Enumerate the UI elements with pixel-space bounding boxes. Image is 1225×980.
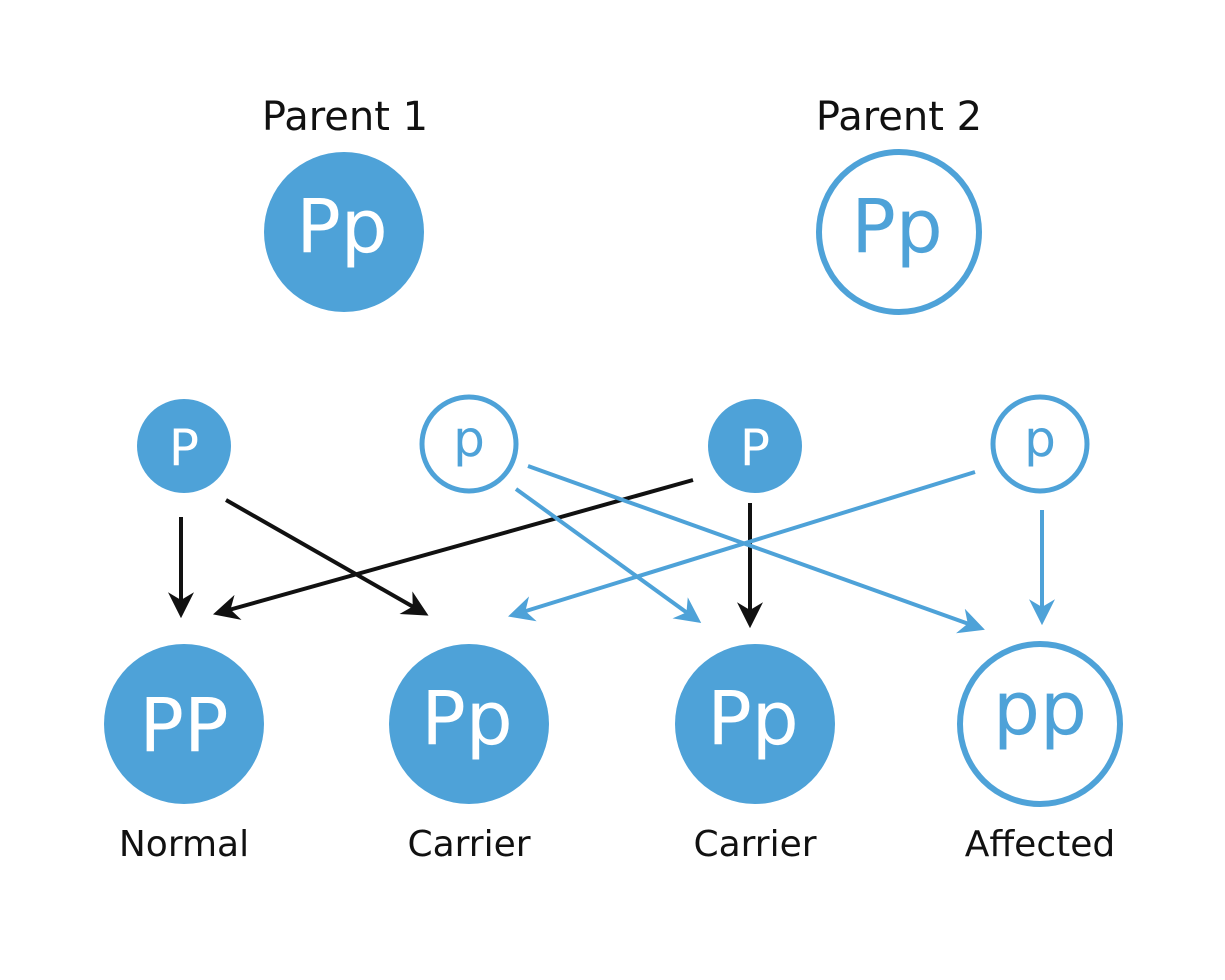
allele-label: P [740,419,770,477]
allele-label: p [1024,410,1056,468]
arrow-p1-p-to-affected [527,464,985,634]
allele-circle [990,394,1090,494]
arrow-p1-p-to-carrier-2 [514,487,702,624]
offspring-genotype: pp [993,666,1087,752]
allele-label: P [169,419,199,477]
parent-1-title: Parent 1 [262,94,428,140]
offspring-carrier-1: Pp Carrier [389,644,549,865]
offspring-circle [389,644,549,804]
allele-label: p [453,410,485,468]
offspring-circle [957,641,1123,807]
parent-2-genotype: Pp [851,184,943,270]
offspring-affected: pp Affected [957,641,1123,865]
offspring-label: Carrier [693,824,816,865]
offspring-label: Affected [965,824,1116,865]
allele-p1-dominant: P [137,399,231,493]
allele-p1-recessive: p [419,394,519,494]
offspring-label: Normal [119,824,249,865]
parent-1-circle [264,152,424,312]
offspring-normal: PP Normal [104,644,264,865]
offspring-carrier-2: Pp Carrier [675,644,835,865]
arrow-p2-P-to-normal [212,478,694,620]
allele-circle [137,399,231,493]
parent-1: Parent 1 Pp [262,94,428,312]
allele-circle [419,394,519,494]
allele-p2-dominant: P [708,399,802,493]
offspring-circle [104,644,264,804]
offspring-genotype: Pp [707,676,799,762]
offspring-genotype: Pp [421,676,513,762]
offspring-genotype: PP [139,683,228,769]
offspring-label: Carrier [407,824,530,865]
arrow-p2-p-to-carrier-1 [508,470,976,622]
parent-2-title: Parent 2 [816,94,982,140]
parent-2-circle [816,149,982,315]
parent-2: Parent 2 Pp [816,94,982,315]
parent-1-genotype: Pp [296,184,388,270]
allele-circle [708,399,802,493]
offspring-circle [675,644,835,804]
allele-p2-recessive: p [990,394,1090,494]
arrows [168,464,1055,634]
arrow-p1-P-to-carrier-1 [225,498,429,616]
